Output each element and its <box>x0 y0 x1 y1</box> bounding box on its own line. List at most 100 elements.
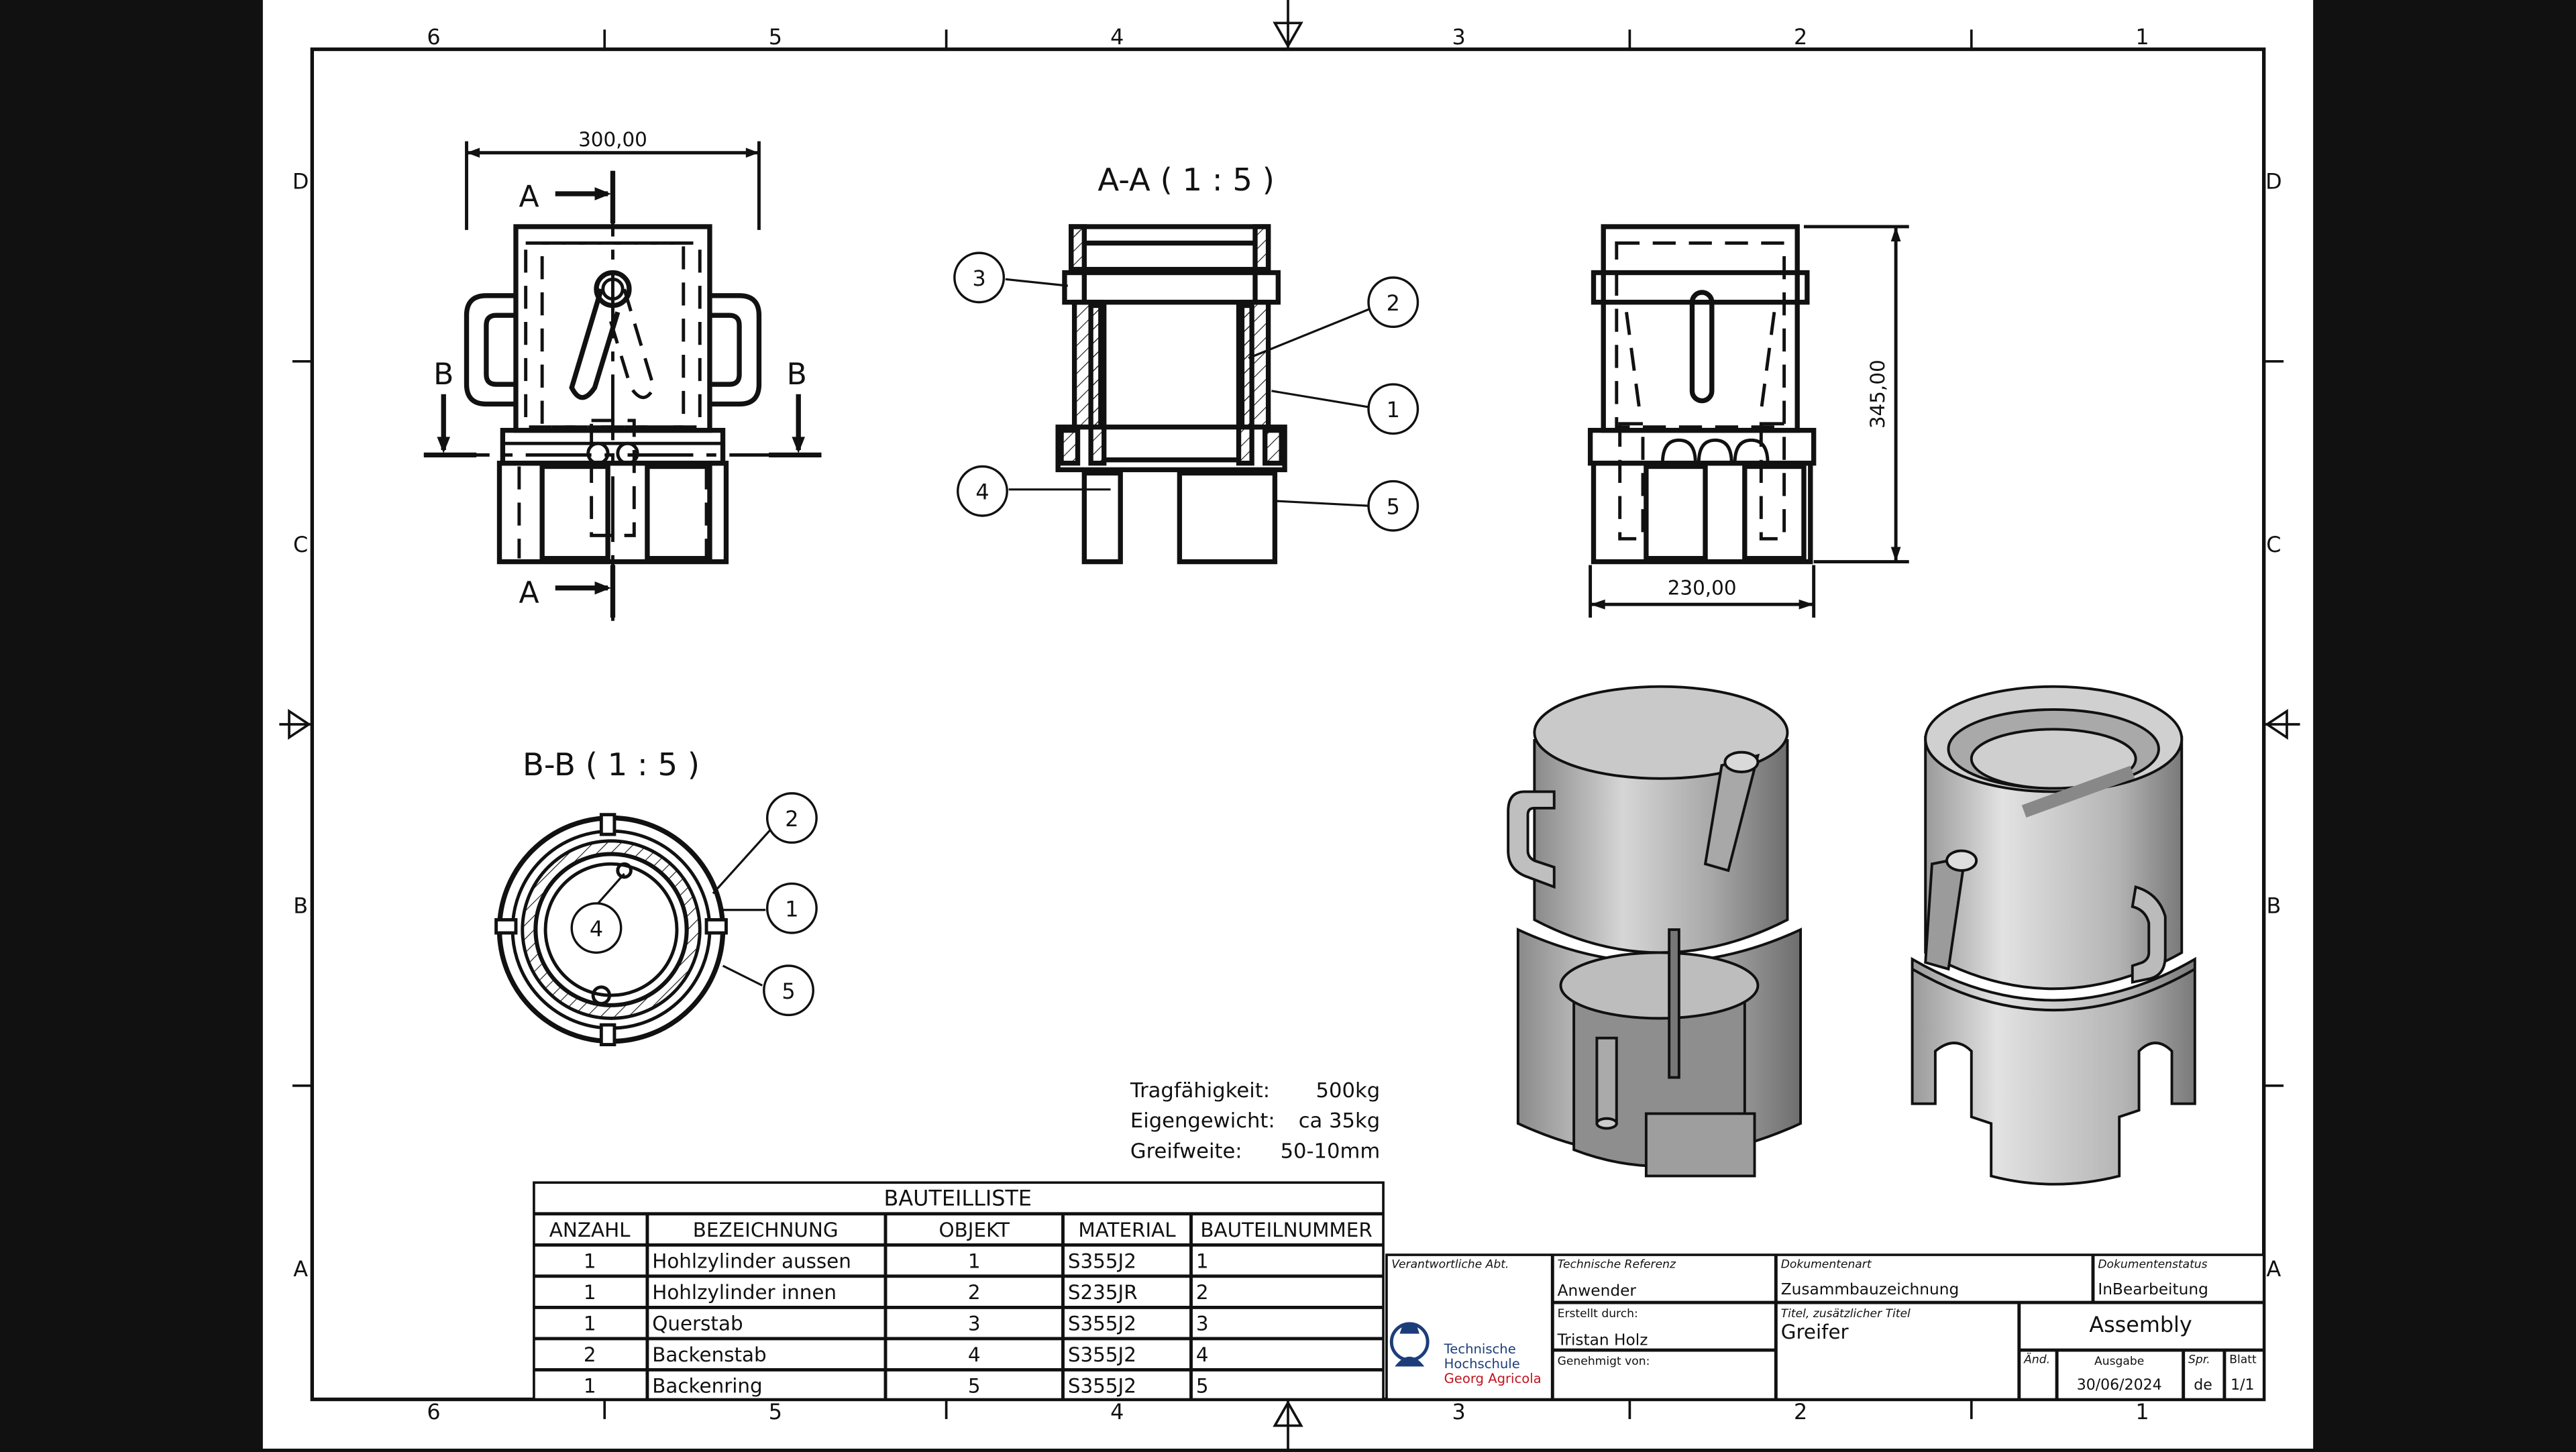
spec-value: 50-10mm <box>1281 1140 1381 1164</box>
zone-row-label: B <box>293 893 308 919</box>
item-balloon <box>765 882 818 934</box>
bom-cell: 1 <box>968 1250 981 1273</box>
logo-text-line3: Georg Agricola <box>1444 1371 1542 1386</box>
item-balloon <box>1367 480 1419 532</box>
spec-label: Greifweite: <box>1130 1140 1242 1164</box>
bom-cell: S355J2 <box>1068 1250 1136 1273</box>
item-balloon-number: 1 <box>785 897 798 922</box>
bom-cell: Hohlzylinder aussen <box>652 1250 851 1273</box>
section-a-label-top: A <box>519 180 539 215</box>
bom-cell: Backenring <box>652 1375 762 1398</box>
front-width-dimension: 300,00 <box>578 128 647 151</box>
bom-title: BAUTEILLISTE <box>884 1186 1032 1211</box>
centering-marks <box>279 0 2300 1449</box>
bom-cell: Backenstab <box>652 1343 766 1366</box>
bom-cell: S355J2 <box>1068 1343 1136 1366</box>
spec-label: Eigengewicht: <box>1130 1109 1275 1133</box>
bom-cell: 3 <box>968 1313 981 1335</box>
bom-cell: 1 <box>584 1313 596 1335</box>
section-bb-title: B-B ( 1 : 5 ) <box>523 746 700 783</box>
bom-header: BEZEICHNUNG <box>693 1219 839 1241</box>
front-view: 300,00 A <box>423 128 822 621</box>
item-balloon-number: 4 <box>590 916 603 942</box>
zone-column-label: 1 <box>2135 24 2149 50</box>
item-balloon <box>953 252 1006 304</box>
item-balloon-number: 2 <box>785 806 798 832</box>
created-by-label: Erstellt durch: <box>1558 1307 1638 1321</box>
bom-cell: 4 <box>968 1343 981 1366</box>
zone-column-label: 5 <box>769 1399 782 1425</box>
language-label: Spr. <box>2188 1353 2210 1367</box>
side-view: 345,00 230,00 <box>1587 224 1909 618</box>
zone-row-label: B <box>2266 893 2281 919</box>
zone-ticks <box>292 30 2284 1419</box>
doc-status-label: Dokumentenstatus <box>2098 1258 2207 1272</box>
item-balloon <box>570 902 623 954</box>
logo-text-line1: Technische <box>1444 1341 1516 1357</box>
doc-type-value: Zusammbauzeichnung <box>1781 1280 1960 1298</box>
item-balloon <box>763 964 814 1017</box>
language-value: de <box>2194 1377 2212 1394</box>
bom-cell: 2 <box>968 1281 981 1304</box>
sheet-value: 1/1 <box>2231 1377 2254 1394</box>
zone-column-label: 4 <box>1110 24 1124 50</box>
title-value: Greifer <box>1781 1321 1849 1343</box>
bom-cell: 1 <box>1196 1250 1209 1273</box>
bom-cell: S235JR <box>1068 1281 1138 1304</box>
zone-column-label: 3 <box>1452 1399 1466 1425</box>
zone-row-label: D <box>2265 169 2282 194</box>
zone-column-label: 5 <box>769 24 782 50</box>
zone-row-label: A <box>293 1256 308 1282</box>
university-logo: Technische Hochschule Georg Agricola <box>1389 1322 1542 1386</box>
item-balloon-number: 5 <box>782 979 795 1004</box>
item-balloon-number: 3 <box>972 266 985 291</box>
side-height-dimension: 345,00 <box>1866 359 1889 429</box>
zone-row-label: D <box>292 169 309 194</box>
sheet-label: Blatt <box>2229 1353 2257 1367</box>
zone-column-label: 4 <box>1110 1399 1124 1425</box>
spec-label: Tragfähigkeit: <box>1130 1079 1270 1103</box>
zone-column-label: 6 <box>427 1399 440 1425</box>
bom-cell: Querstab <box>652 1313 743 1335</box>
item-balloon <box>765 792 818 844</box>
item-balloon <box>957 465 1008 517</box>
section-b-label-right: B <box>787 357 807 392</box>
zone-column-label: 1 <box>2135 1399 2149 1425</box>
bom-cell: 1 <box>584 1281 596 1304</box>
bom-cell: Hohlzylinder innen <box>652 1281 837 1304</box>
section-aa-title: A-A ( 1 : 5 ) <box>1097 162 1274 198</box>
logo-text-line2: Hochschule <box>1444 1356 1520 1372</box>
bom-cell: 5 <box>1196 1375 1209 1398</box>
bom-table: BAUTEILLISTE <box>533 1181 1385 1401</box>
issue-date: 30/06/2024 <box>2077 1377 2162 1394</box>
bom-cell: 1 <box>584 1250 596 1273</box>
title-block: Verantwortliche Abt. Technische Referenz… <box>1385 1253 2265 1401</box>
issue-label: Ausgabe <box>2094 1355 2144 1368</box>
bom-cell: 2 <box>584 1343 596 1366</box>
zone-column-label: 2 <box>1794 1399 1807 1425</box>
balloons <box>597 278 1371 987</box>
side-width-dimension: 230,00 <box>1668 577 1737 600</box>
bom-cell: 2 <box>1196 1281 1209 1304</box>
item-balloon <box>1367 276 1419 329</box>
item-balloon-number: 1 <box>1387 397 1400 423</box>
bom-header: ANZAHL <box>549 1219 631 1241</box>
zone-row-label: C <box>2266 532 2281 557</box>
item-balloon-number: 4 <box>975 479 989 504</box>
spec-value: 500kg <box>1316 1079 1381 1103</box>
doc-status-value: InBearbeitung <box>2098 1280 2208 1298</box>
bom-header: BAUTEILNUMMER <box>1200 1219 1372 1241</box>
bom-cell: 1 <box>584 1375 596 1398</box>
item-balloon <box>1367 383 1419 435</box>
doc-type-label: Dokumentenart <box>1781 1258 1872 1272</box>
zone-column-label: 2 <box>1794 24 1807 50</box>
bom-header: OBJEKT <box>939 1219 1010 1241</box>
section-view-aa: A-A ( 1 : 5 ) <box>1055 162 1287 565</box>
section-a-label-bottom: A <box>519 576 539 610</box>
